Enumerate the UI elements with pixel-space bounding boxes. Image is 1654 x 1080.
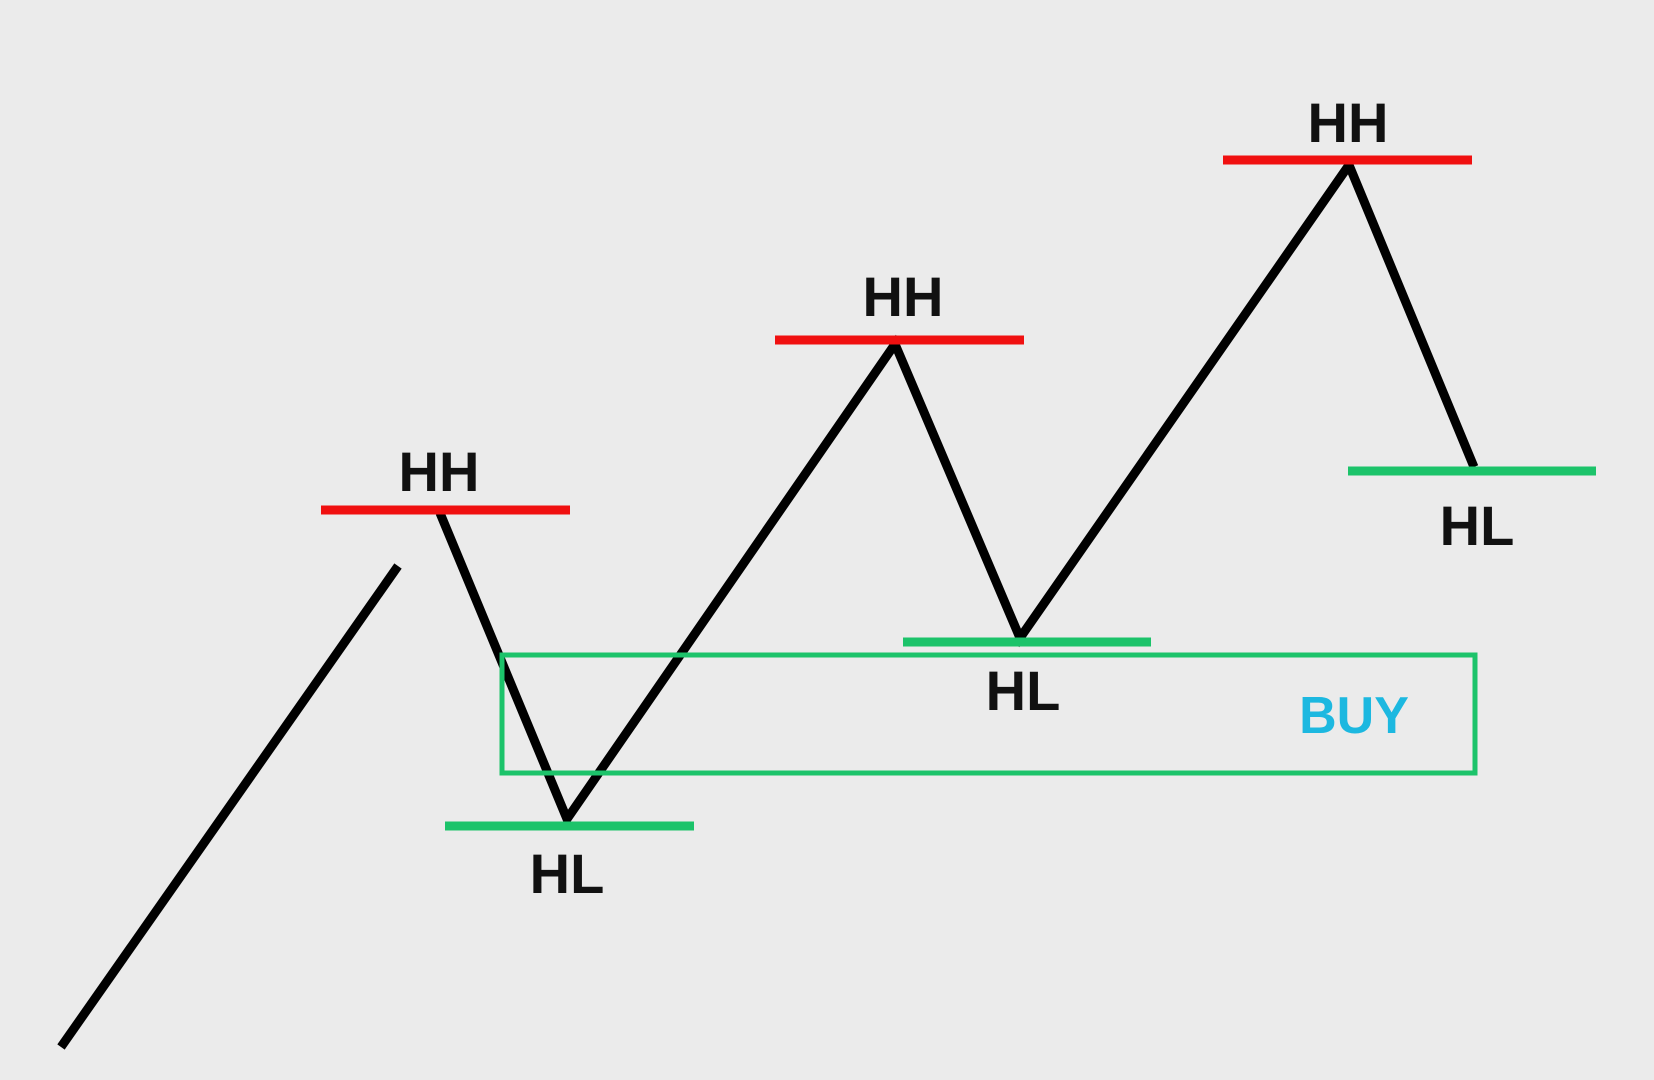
higher-low-label-1: HL xyxy=(530,842,605,905)
higher-low-label-3: HL xyxy=(1440,494,1515,557)
price-swing-line xyxy=(435,155,1479,829)
higher-high-label-1: HH xyxy=(399,440,480,503)
higher-low-label-2: HL xyxy=(986,659,1061,722)
higher-high-label-2: HH xyxy=(863,265,944,328)
incoming-trend-line xyxy=(57,563,402,1050)
buy-zone-box xyxy=(499,652,1478,776)
higher-high-label-3: HH xyxy=(1308,91,1389,154)
buy-zone-label: BUY xyxy=(1299,687,1409,745)
